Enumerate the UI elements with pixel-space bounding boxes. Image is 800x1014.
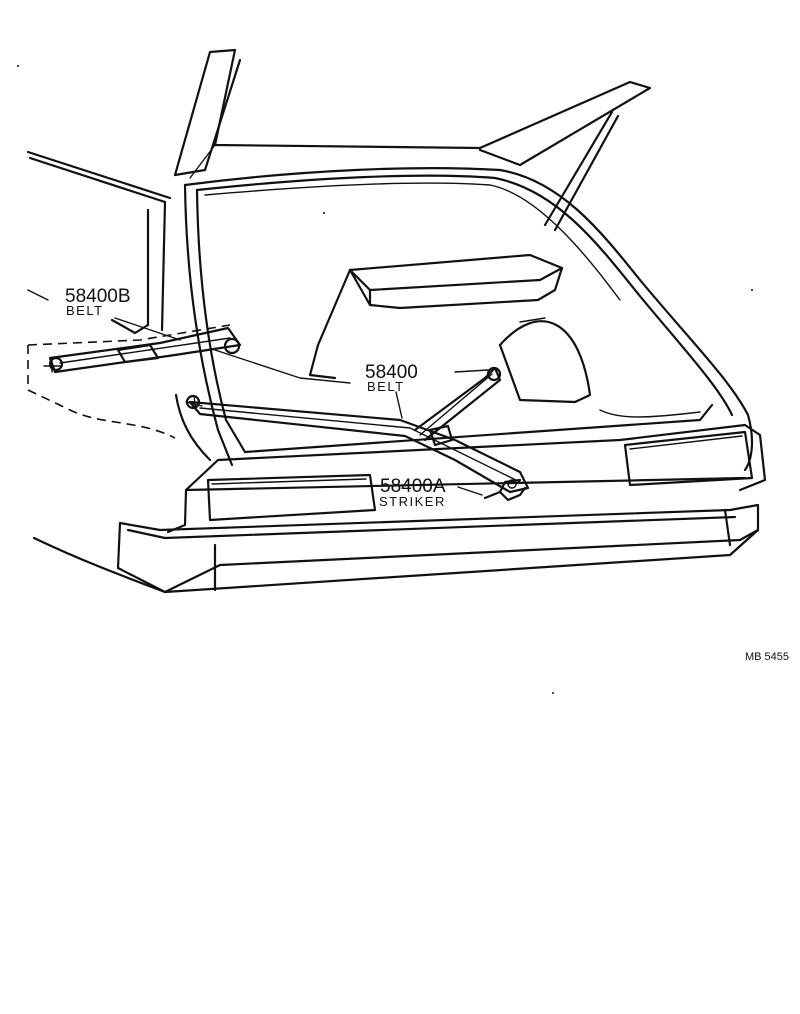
leader-58400-upper — [454, 369, 489, 373]
print-speck — [323, 212, 325, 214]
car-body-outline — [26, 48, 767, 594]
leader-58400 — [395, 391, 403, 419]
callout-58400-number: 58400 — [365, 362, 418, 383]
callout-58400b-name: BELT — [66, 303, 104, 318]
print-speck — [552, 692, 554, 694]
callout-58400-name: BELT — [367, 379, 405, 394]
print-speck — [751, 289, 753, 291]
seat-phantom-outline — [27, 324, 231, 439]
leader-58400b — [27, 289, 181, 341]
belt-58400-part — [185, 366, 530, 494]
print-speck — [17, 65, 19, 67]
belt-58400b-part — [43, 326, 242, 374]
callout-58400a-name: STRIKER — [379, 494, 446, 509]
leader-lines — [27, 289, 489, 496]
callout-58400b-number: 58400B — [65, 286, 131, 307]
callout-58400a-number: 58400A — [380, 476, 446, 497]
leader-58400a — [457, 486, 483, 496]
diagram-reference-code: MB 5455 — [745, 651, 789, 663]
striker-58400a-part — [483, 478, 527, 502]
